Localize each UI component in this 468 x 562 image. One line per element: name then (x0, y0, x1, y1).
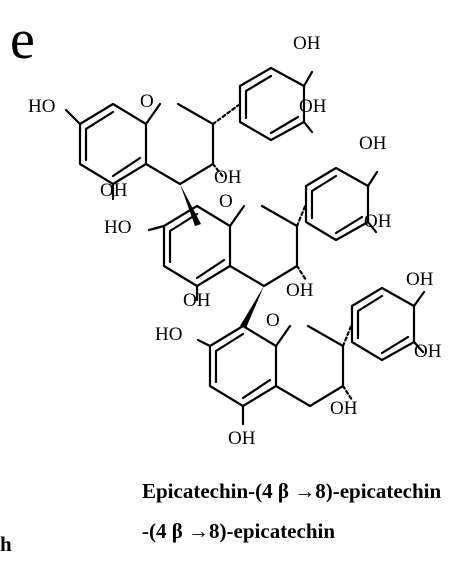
atom-oh-c5-unit2: OH (183, 290, 211, 311)
bond-skeleton (64, 66, 426, 426)
atom-oh-ring-a-top: OH (293, 33, 321, 54)
atom-oh-c3-unit2: OH (286, 280, 314, 301)
atom-oh-ring-a-meta: OH (299, 96, 327, 117)
atom-oh-c5-unit3: OH (228, 428, 256, 449)
panel-label: e (10, 9, 35, 71)
atom-o-ring-unit1: O (140, 91, 154, 112)
atom-ho-unit2: HO (104, 217, 131, 238)
wedge-bond-middle (240, 286, 264, 328)
atom-oh-ring-b-top: OH (359, 133, 387, 154)
stereo-bonds (180, 102, 354, 402)
atom-ho-unit3: HO (155, 324, 182, 345)
atom-oh-ring-b-meta: OH (364, 211, 392, 232)
caption-line-2: -(4 β →8)-epicatechin (142, 519, 335, 543)
wedge-bond-upper (180, 184, 201, 226)
atom-oh-ring-c-top: OH (406, 269, 434, 290)
atom-oh-ring-c-meta: OH (414, 341, 442, 362)
atom-oh-c3-unit3: OH (330, 398, 358, 419)
atom-ho-unit1: HO (28, 96, 55, 117)
clipped-edge-text: h (0, 532, 12, 556)
atom-o-ring-unit2: O (219, 191, 233, 212)
caption-line-1: Epicatechin-(4 β →8)-epicatechin (142, 479, 442, 503)
atom-oh-c5-unit1: OH (100, 180, 128, 201)
atom-oh-c3-unit1: OH (214, 167, 242, 188)
atom-o-ring-unit3: O (266, 310, 280, 331)
